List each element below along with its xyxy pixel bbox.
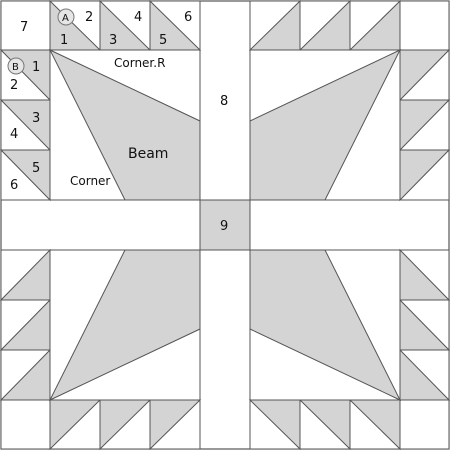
quadrant-top-right (248, 0, 450, 202)
label-left-3: 3 (32, 111, 40, 126)
center-square-9 (199, 199, 251, 251)
label-corner-r: Corner.R (114, 56, 165, 70)
label-left-6: 6 (10, 178, 18, 193)
label-top-4: 4 (134, 10, 142, 25)
label-9: 9 (220, 219, 228, 234)
label-left-2: 2 (10, 78, 18, 93)
label-a: A (62, 13, 69, 24)
label-corner: Corner (70, 174, 110, 188)
quadrant-bottom-right (248, 248, 450, 450)
label-top-5: 5 (159, 33, 167, 48)
label-7: 7 (20, 20, 28, 35)
label-b: B (12, 62, 19, 73)
label-top-1: 1 (60, 33, 68, 48)
label-left-4: 4 (10, 127, 18, 142)
quadrant-top-left (0, 0, 202, 202)
label-top-2: 2 (85, 10, 93, 25)
beam-shape (48, 48, 201, 201)
label-top-6: 6 (184, 10, 192, 25)
label-8: 8 (220, 94, 228, 109)
marker-a-circle (57, 8, 75, 26)
label-left-5: 5 (32, 161, 40, 176)
label-left-1: 1 (32, 60, 40, 75)
marker-b-circle (7, 57, 25, 75)
quadrant-bottom-left (0, 248, 202, 450)
label-top-3: 3 (109, 33, 117, 48)
label-beam: Beam (128, 146, 168, 162)
